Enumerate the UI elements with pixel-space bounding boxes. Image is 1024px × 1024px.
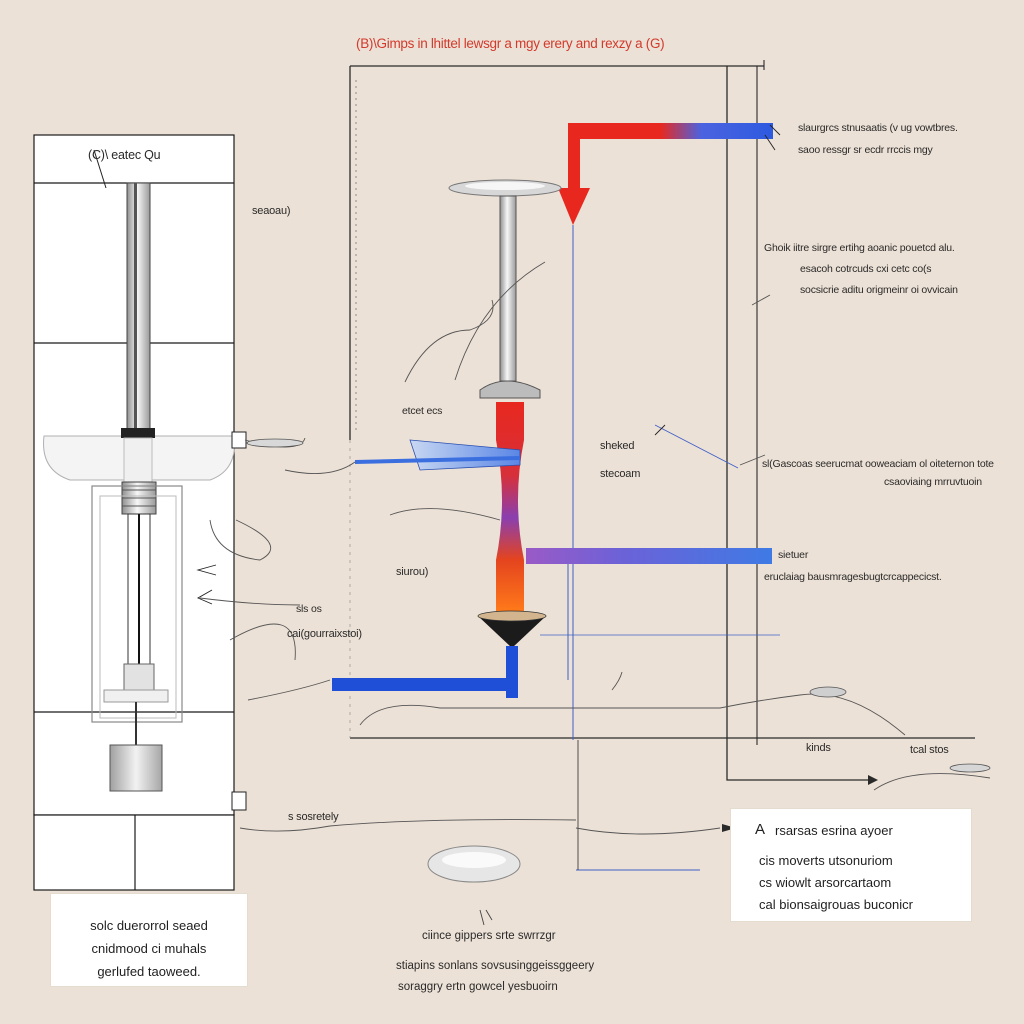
right-mid-label-2: esacoh cotrcuds cxi cetc co(s — [800, 263, 932, 275]
left-caption-box: solc duerorrol seaed cnidmood ci muhals … — [50, 893, 248, 987]
diagram-title: (B)\Gimps in lhittel lewsgr a mgy erery … — [356, 36, 665, 51]
right-lower-label-2: csaoviaing mrruvtuoin — [884, 476, 982, 488]
right-mid-label-1: Ghoik iitre sirgre ertihg aoanic pouetcd… — [764, 242, 955, 254]
right-mid-label-3: socsicrie aditu origmeinr oi ovvicain — [800, 284, 958, 296]
stem-label: etcet ecs — [402, 405, 443, 417]
frame-lines — [349, 60, 975, 781]
central-column — [332, 179, 562, 698]
tiny-label: sls os — [296, 603, 322, 615]
heat-flow-pipe — [558, 123, 773, 225]
seacoal-label: seaoau) — [252, 205, 291, 217]
sheked-label: sheked — [600, 440, 635, 452]
bottom-lens — [427, 845, 521, 926]
left-caption-line-1: solc duerorrol seaed — [90, 918, 208, 933]
arrowhead-right — [868, 775, 878, 785]
left-apparatus — [33, 134, 247, 891]
right-top-label-1: slaurgrcs stnusaatis (v ug vowtbres. — [798, 122, 958, 134]
right-lower-label-1: sl(Gascoas seerucmat ooweaciam ol oitete… — [762, 458, 994, 470]
sietuer-label: sietuer — [778, 549, 809, 561]
caigeron-label: cai(gourraixstoi) — [287, 628, 362, 640]
small-pointers — [196, 124, 781, 605]
right-fixtures — [246, 438, 991, 773]
wires — [199, 261, 991, 835]
kinds-label: kinds — [806, 742, 831, 754]
right-caption-line-1: cis moverts utsonuriom — [759, 853, 893, 868]
right-caption-heading: A — [755, 821, 766, 838]
right-top-label-2: saoo ressgr sr ecdr rrccis mgy — [798, 144, 933, 156]
apparatus-label: (C)\ eatec Qu — [88, 148, 161, 162]
energy-bar — [526, 548, 772, 564]
sosrey-label: s sosretely — [288, 811, 339, 823]
blue-plate — [354, 439, 521, 471]
bottom-caption-1: ciince gippers srte swrrzgr — [422, 930, 556, 942]
right-caption-line-2: cs wiowlt arsorcartaom — [759, 875, 892, 890]
right-caption-heading-rest: rsarsas esrina ayoer — [775, 823, 893, 838]
right-caption-box: A rsarsas esrina ayoer cis moverts utson… — [730, 808, 972, 922]
right-caption-line-3: cal bionsaigrouas buconicr — [759, 897, 913, 912]
bottom-caption-2: stiapins sonlans sovsusinggeissggeery — [396, 960, 595, 972]
blue-guide-lines — [540, 225, 780, 871]
siuron-label: siurou) — [396, 566, 429, 578]
tcal-stos-label: tcal stos — [910, 744, 949, 756]
bottom-caption-3: soraggry ertn gowcel yesbuoirn — [398, 981, 558, 993]
left-caption-line-2: cnidmood ci muhals — [91, 941, 207, 956]
stecoam-label: stecoam — [600, 468, 641, 480]
left-caption-line-3: gerlufed taoweed. — [97, 964, 201, 979]
arrowhead-box — [722, 824, 736, 832]
right-lower-label-3: eruclaiag bausmragesbugtcrcappecicst. — [764, 571, 942, 583]
